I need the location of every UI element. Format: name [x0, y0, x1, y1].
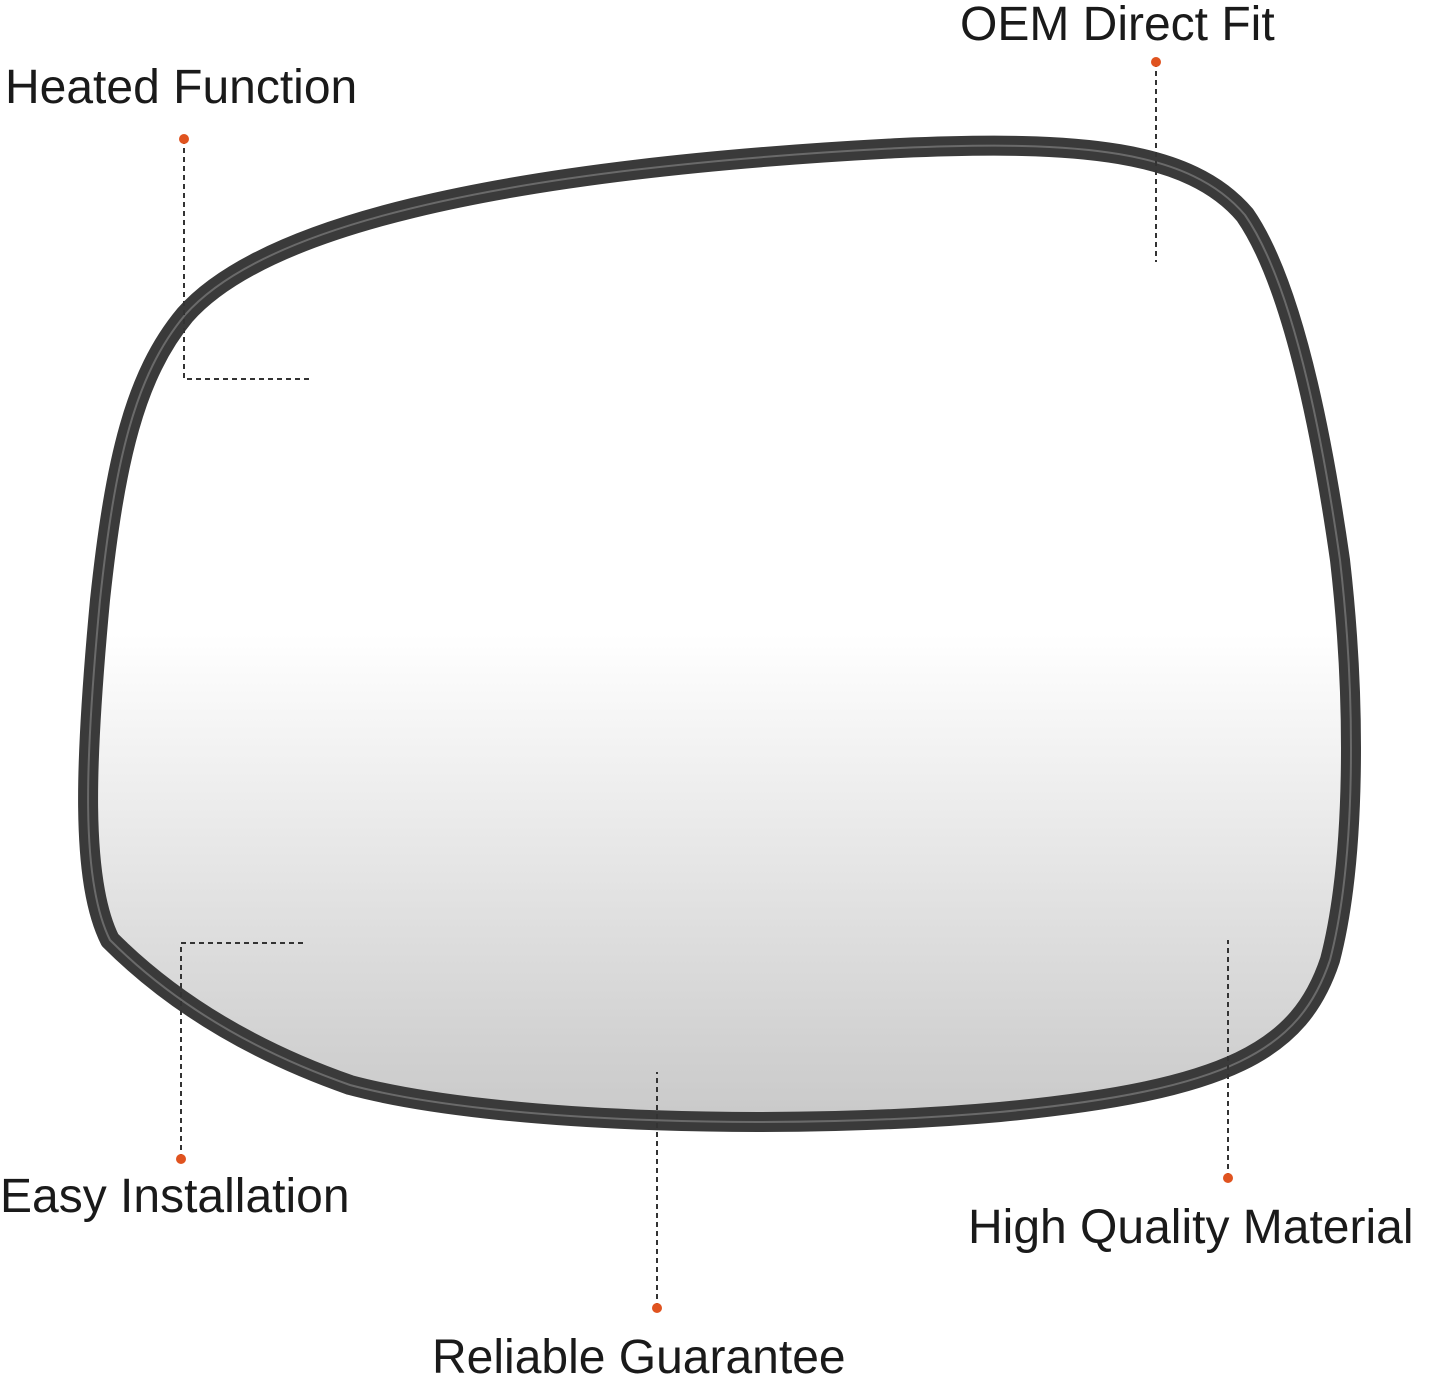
leader-line	[180, 942, 307, 1159]
callout-dot	[652, 1303, 662, 1313]
callout-dot	[176, 1154, 186, 1164]
callout-high-quality-material: High Quality Material	[968, 940, 1414, 1254]
mirror-glass	[78, 135, 1361, 1132]
callout-label: Easy Installation	[0, 1170, 350, 1223]
callout-heated-function: Heated Function	[5, 61, 357, 380]
callout-dot	[179, 134, 189, 144]
callout-reliable-guarantee: Reliable Guarantee	[432, 1072, 846, 1377]
callout-oem-direct-fit: OEM Direct Fit	[960, 0, 1275, 262]
callout-label: Reliable Guarantee	[432, 1331, 846, 1377]
callout-label: High Quality Material	[968, 1201, 1414, 1254]
callout-dot	[1151, 57, 1161, 67]
leader-line	[183, 139, 310, 380]
callout-easy-installation: Easy Installation	[0, 942, 350, 1223]
callout-label: OEM Direct Fit	[960, 0, 1275, 51]
callout-label: Heated Function	[5, 61, 357, 114]
callout-dot	[1223, 1173, 1233, 1183]
